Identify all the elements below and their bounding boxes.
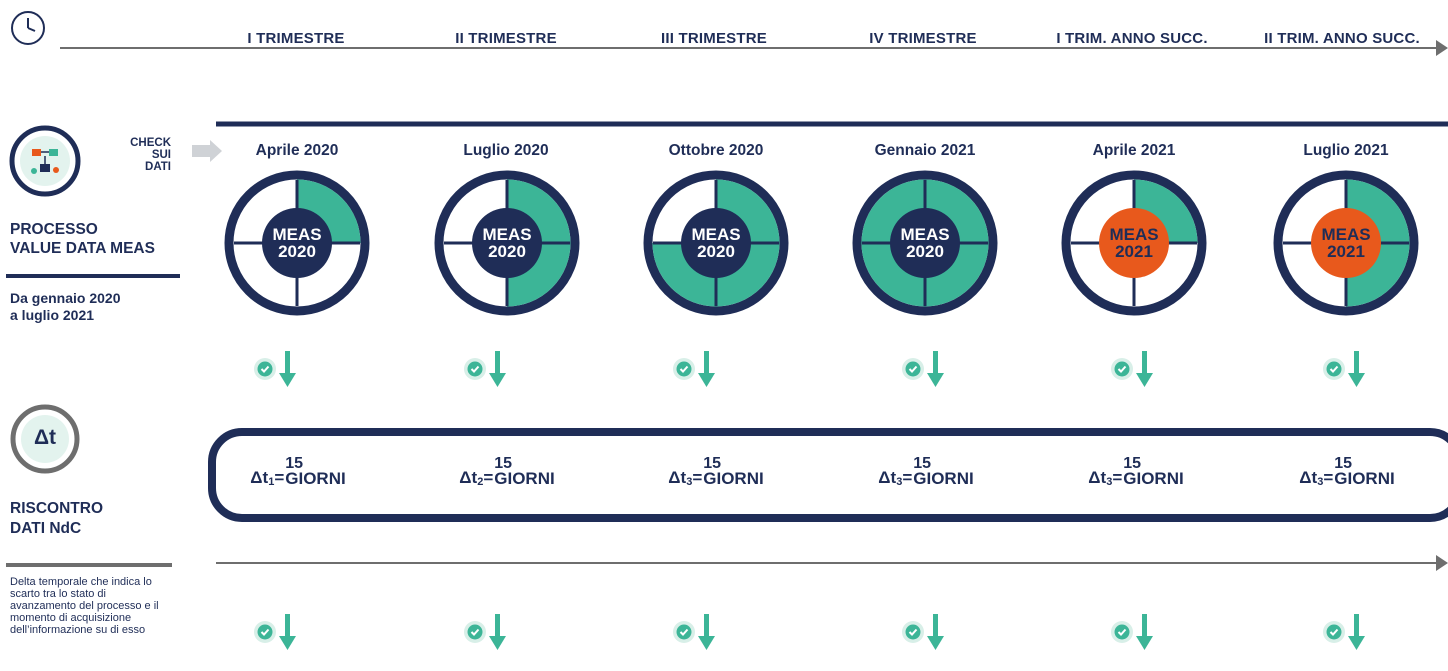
ring-segment-1 (925, 179, 989, 243)
ring-segment-1 (297, 179, 361, 243)
delta-symbol: Δt3= (1088, 468, 1123, 488)
delta-symbol: Δt2= (459, 468, 494, 488)
ring-label-line2: 2020 (906, 242, 944, 261)
month-label-2: Luglio 2020 (463, 142, 549, 159)
check-label-line2: SUI DATI (145, 149, 171, 173)
ring-label-line1: MEAS (272, 225, 322, 244)
delta-unit: GIORNI (1334, 469, 1395, 488)
ring-segment-2 (1346, 243, 1410, 307)
quarter-label-5: I TRIM. ANNO SUCC. (1056, 30, 1208, 47)
ring-segment-1 (1134, 179, 1198, 243)
process-period-line1: Da gennaio 2020 (10, 290, 121, 306)
quarter-label-1: I TRIMESTRE (247, 30, 345, 47)
ring-segment-3 (861, 243, 925, 307)
ring-label-line2: 2021 (1327, 242, 1365, 261)
ring-label-line2: 2020 (488, 242, 526, 261)
delta-symbol: Δt3= (878, 468, 913, 488)
month-label-5: Aprile 2021 (1092, 142, 1176, 159)
ring-label-line1: MEAS (691, 225, 741, 244)
progress-ring-1 (224, 170, 370, 316)
delta-unit: GIORNI (285, 469, 346, 488)
check-arrow-2-6 (1323, 614, 1365, 650)
progress-ring-2 (434, 170, 580, 316)
ring-segment-1 (1346, 179, 1410, 243)
delta-symbol: Δt3= (668, 468, 703, 488)
riscontro-title-line2: DATI NdC (10, 520, 82, 537)
delta-symbol: Δt3= (1299, 468, 1334, 488)
ring-segment-1 (716, 179, 780, 243)
process-title-line1: PROCESSO (10, 221, 98, 238)
month-label-3: Ottobre 2020 (668, 142, 764, 159)
delta-value: 15 (1123, 455, 1142, 472)
delta-unit: GIORNI (913, 469, 974, 488)
quarter-label-3: III TRIMESTRE (661, 30, 767, 47)
flowchart-icon (9, 125, 81, 197)
delta-symbol: Δt1= (250, 468, 285, 488)
check-label-line1: CHECK (130, 137, 171, 149)
clock-icon (11, 11, 45, 45)
delta-value: 15 (285, 455, 304, 472)
ring-label-line1: MEAS (482, 225, 532, 244)
check-arrow-1-1 (254, 351, 296, 387)
ring-segment-3 (652, 243, 716, 307)
ring-segment-1 (507, 179, 571, 243)
check-arrow-2-1 (254, 614, 296, 650)
check-arrow-1-6 (1323, 351, 1365, 387)
check-arrow-1-4 (902, 351, 944, 387)
check-arrow-2-2 (464, 614, 506, 650)
riscontro-description: Delta temporale che indica lo scarto tra… (10, 576, 159, 636)
check-arrow-2-3 (673, 614, 715, 650)
delta-unit: GIORNI (1123, 469, 1184, 488)
delta-value: 15 (913, 455, 932, 472)
ring-segment-2 (716, 243, 780, 307)
process-title-line2: VALUE DATA MEAS (10, 240, 155, 257)
progress-ring-3 (643, 170, 789, 316)
quarter-label-2: II TRIMESTRE (455, 30, 557, 47)
delta-value: 15 (1334, 455, 1353, 472)
delta-value: 15 (703, 455, 722, 472)
delta-value: 15 (494, 455, 513, 472)
check-arrow-1-5 (1111, 351, 1153, 387)
check-arrow-1-3 (673, 351, 715, 387)
progress-ring-5 (1061, 170, 1207, 316)
month-label-4: Gennaio 2021 (874, 142, 976, 159)
ring-segment-2 (925, 243, 989, 307)
progress-ring-6 (1273, 170, 1419, 316)
month-label-1: Aprile 2020 (255, 142, 339, 159)
quarter-label-6: II TRIM. ANNO SUCC. (1264, 30, 1420, 47)
quarter-label-4: IV TRIMESTRE (869, 30, 977, 47)
ring-label-line2: 2020 (697, 242, 735, 261)
check-arrow-1-2 (464, 351, 506, 387)
month-label-6: Luglio 2021 (1303, 142, 1389, 159)
ring-label-line2: 2021 (1115, 242, 1153, 261)
ring-segment-2 (507, 243, 571, 307)
ring-label-line2: 2020 (278, 242, 316, 261)
delta-t-icon-text: Δt (33, 426, 57, 449)
ring-segment-4 (861, 179, 925, 243)
ring-label-line1: MEAS (1321, 225, 1371, 244)
ring-label-line1: MEAS (900, 225, 950, 244)
check-arrow-2-5 (1111, 614, 1153, 650)
check-arrow-2-4 (902, 614, 944, 650)
process-period-line2: a luglio 2021 (10, 307, 95, 323)
ring-label-line1: MEAS (1109, 225, 1159, 244)
delta-unit: GIORNI (703, 469, 764, 488)
progress-ring-4 (852, 170, 998, 316)
delta-unit: GIORNI (494, 469, 555, 488)
delta-t-icon: Δt (10, 404, 80, 474)
riscontro-title-line1: RISCONTRO (10, 500, 103, 517)
